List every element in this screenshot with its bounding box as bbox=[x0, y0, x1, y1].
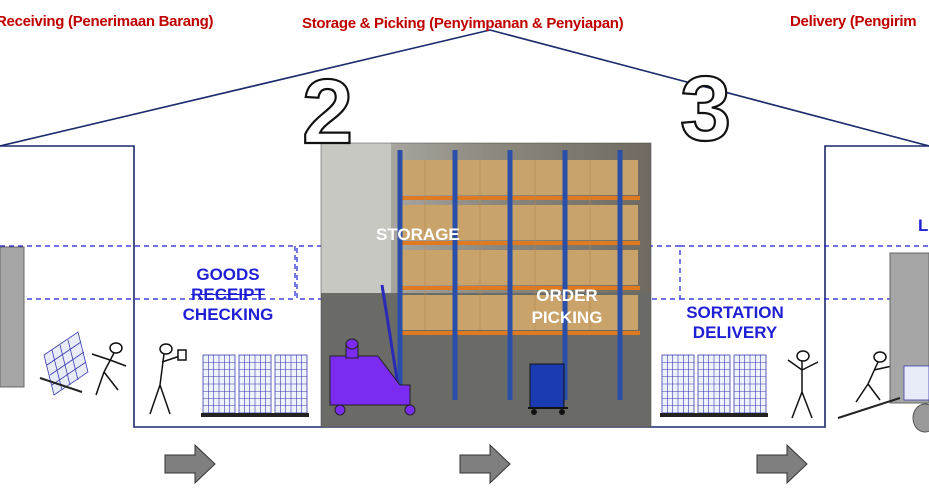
pallet-rack-icon bbox=[732, 354, 768, 417]
forklift-icon bbox=[329, 284, 416, 416]
pallet-rack-icon bbox=[237, 354, 273, 417]
flow-arrow-icon bbox=[756, 443, 808, 485]
title-delivery: Delivery (Pengirim bbox=[790, 13, 917, 30]
pallet-rack-group-receiving bbox=[201, 354, 309, 417]
pallet-rack-icon bbox=[696, 354, 732, 417]
stick-figure-icon bbox=[149, 343, 187, 415]
dashed-zone-lines bbox=[0, 245, 929, 300]
title-storage-picking: Storage & Picking (Penyimpanan & Penyiap… bbox=[302, 15, 624, 32]
flow-arrow-icon bbox=[164, 443, 216, 485]
title-receiving: Receiving (Penerimaan Barang) bbox=[0, 13, 214, 30]
pallet-rack-group-sortation bbox=[660, 354, 768, 417]
pallet-rack-icon bbox=[201, 354, 237, 417]
label-goods-receipt-checking: GOODS RECEIPT CHECKING bbox=[182, 265, 274, 324]
truck-icon bbox=[837, 252, 929, 433]
stick-figure-icon bbox=[91, 342, 127, 396]
stick-figure-icon bbox=[787, 350, 819, 419]
pallet-rack-icon bbox=[273, 354, 309, 417]
stage-number-2: 2 bbox=[302, 61, 353, 163]
label-order-picking: ORDER PICKING bbox=[531, 286, 603, 327]
pallet-rack-icon bbox=[660, 354, 696, 417]
truck-icon bbox=[0, 246, 25, 388]
picking-cart-icon bbox=[528, 363, 568, 415]
pallet-rack-icon bbox=[39, 331, 89, 396]
label-storage: STORAGE bbox=[376, 225, 460, 244]
stick-figure-icon bbox=[855, 351, 893, 403]
stage-number-3: 3 bbox=[680, 58, 731, 160]
label-sortation-delivery: SORTATION DELIVERY bbox=[686, 303, 784, 342]
label-loading-partial: L bbox=[918, 216, 929, 235]
flow-arrow-icon bbox=[459, 443, 511, 485]
